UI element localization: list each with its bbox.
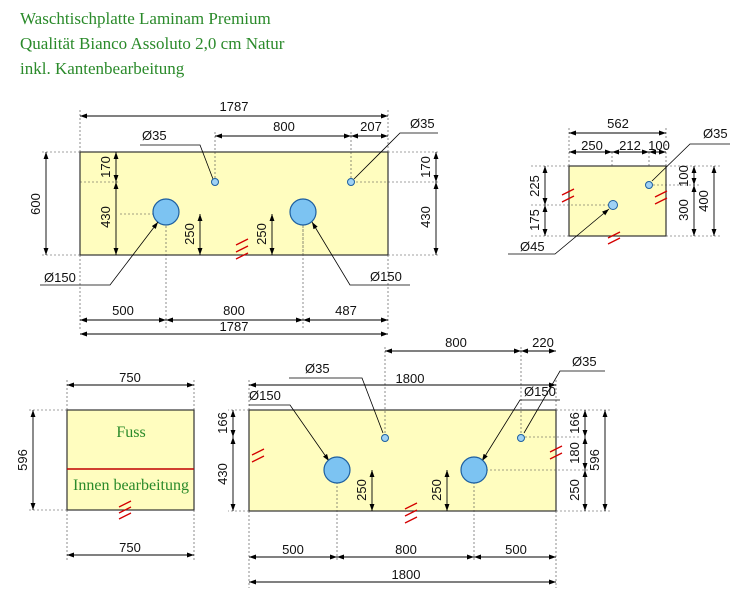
panel-top-left: 1787 800 207 Ø35 Ø35 600 170 430 170 430… — [28, 99, 440, 337]
edge-marks-bottom — [251, 445, 563, 524]
dim-166-right: 166 — [567, 412, 582, 434]
plate-front — [66, 409, 195, 511]
diam-150-left-b: Ø150 — [249, 388, 281, 403]
dim-1787-bottom: 1787 — [220, 319, 249, 334]
panel-bottom-left: 750 596 Fuss Innen bearbeitung 750 — [15, 370, 195, 560]
dim-170-left: 170 — [98, 156, 113, 178]
dim-487-bottom: 487 — [335, 303, 357, 318]
dim-800-bottom-b: 800 — [395, 542, 417, 557]
dim-596-right: 596 — [587, 449, 602, 471]
leader-150-left — [40, 221, 159, 286]
panel-top-right: 562 250 212 100 Ø35 225 175 100 300 400 … — [508, 116, 730, 255]
title-line-3: inkl. Kantenbearbeitung — [20, 59, 185, 78]
dim-220: 220 — [532, 335, 554, 350]
dim-100-top: 100 — [648, 138, 670, 153]
leader-35-left-b — [289, 377, 384, 434]
dim-250-hole-right: 250 — [429, 479, 444, 501]
plate-bottom-main — [248, 409, 557, 512]
edge-marks-small — [561, 188, 668, 245]
hole-45 — [608, 200, 618, 210]
dim-250-hole-left: 250 — [354, 479, 369, 501]
hole-35-right — [347, 178, 355, 186]
dim-800-top-b: 800 — [445, 335, 467, 350]
diam-35-right-b: Ø35 — [572, 354, 597, 369]
diam-45: Ø45 — [520, 239, 545, 254]
dim-166-left: 166 — [215, 412, 230, 434]
title-line-2: Qualität Bianco Assoluto 2,0 cm Natur — [20, 34, 285, 53]
hole-150-left-b — [323, 456, 351, 484]
leader-150-right — [311, 221, 410, 286]
dim-250-left: 250 — [182, 223, 197, 245]
dim-300: 300 — [676, 199, 691, 221]
hole-150-right-b — [460, 456, 488, 484]
dim-170-right: 170 — [418, 156, 433, 178]
dim-180: 180 — [567, 442, 582, 464]
dim-207: 207 — [360, 119, 382, 134]
leader-35-right-b — [523, 370, 605, 434]
dim-1787-top: 1787 — [220, 99, 249, 114]
dim-250-right: 250 — [254, 223, 269, 245]
dim-250-right-b: 250 — [567, 479, 582, 501]
plate-main-top — [79, 151, 389, 256]
dim-250-small: 250 — [581, 138, 603, 153]
dim-212: 212 — [619, 138, 641, 153]
hole-150-left — [152, 198, 180, 226]
dim-500-bottom: 500 — [112, 303, 134, 318]
hole-35-left — [211, 178, 219, 186]
diam-35-left-b: Ø35 — [305, 361, 330, 376]
leader-35-left — [140, 144, 214, 180]
diam-150-left: Ø150 — [44, 270, 76, 285]
dim-500-bottom-right: 500 — [505, 542, 527, 557]
dim-750-bottom: 750 — [119, 540, 141, 555]
diam-150-right: Ø150 — [370, 269, 402, 284]
diam-35-right: Ø35 — [410, 116, 435, 131]
extension-lines-front — [28, 378, 195, 560]
dim-100-right: 100 — [676, 165, 691, 187]
hole-35-right-b — [517, 434, 525, 442]
extension-lines-bottom — [228, 345, 610, 588]
hole-35-left-b — [381, 434, 389, 442]
dim-596-left: 596 — [15, 449, 30, 471]
leader-45 — [508, 208, 610, 255]
dim-600: 600 — [28, 193, 43, 215]
dim-430-left: 430 — [98, 206, 113, 228]
dim-1800-bottom: 1800 — [392, 567, 421, 582]
dim-225: 225 — [527, 175, 542, 197]
leader-150-right-b — [481, 399, 560, 462]
dim-800-top: 800 — [273, 119, 295, 134]
hole-150-right — [289, 198, 317, 226]
dim-500-bottom-left: 500 — [282, 542, 304, 557]
extension-lines-small — [530, 128, 720, 237]
dim-800-bottom: 800 — [223, 303, 245, 318]
diam-35-left: Ø35 — [142, 128, 167, 143]
leader-150-left-b — [249, 404, 330, 462]
leader-35-right — [353, 132, 438, 180]
dim-175: 175 — [527, 209, 542, 231]
label-innen-bearbeitung: Innen bearbeitung — [73, 477, 189, 494]
edge-mark-front — [118, 500, 132, 520]
dim-430-right: 430 — [418, 206, 433, 228]
diam-35-small: Ø35 — [703, 126, 728, 141]
leader-35-small — [651, 143, 730, 182]
dim-1800-top: 1800 — [396, 371, 425, 386]
diam-150-right-b: Ø150 — [524, 384, 556, 399]
dim-400: 400 — [696, 190, 711, 212]
title-block: Waschtischplatte Laminam Premium Qualitä… — [20, 6, 284, 81]
edge-mark-top-left — [235, 238, 249, 260]
title-line-1: Waschtischplatte Laminam Premium — [20, 9, 271, 28]
plate-small — [568, 165, 667, 237]
panel-bottom-right: 800 220 Ø35 Ø35 1800 Ø150 Ø150 166 430 1… — [215, 335, 610, 588]
extension-lines — [42, 110, 440, 330]
dim-562: 562 — [607, 116, 629, 131]
dim-750-top: 750 — [119, 370, 141, 385]
dim-430-left-b: 430 — [215, 463, 230, 485]
label-fuss: Fuss — [116, 424, 145, 441]
hole-35-small — [645, 181, 653, 189]
